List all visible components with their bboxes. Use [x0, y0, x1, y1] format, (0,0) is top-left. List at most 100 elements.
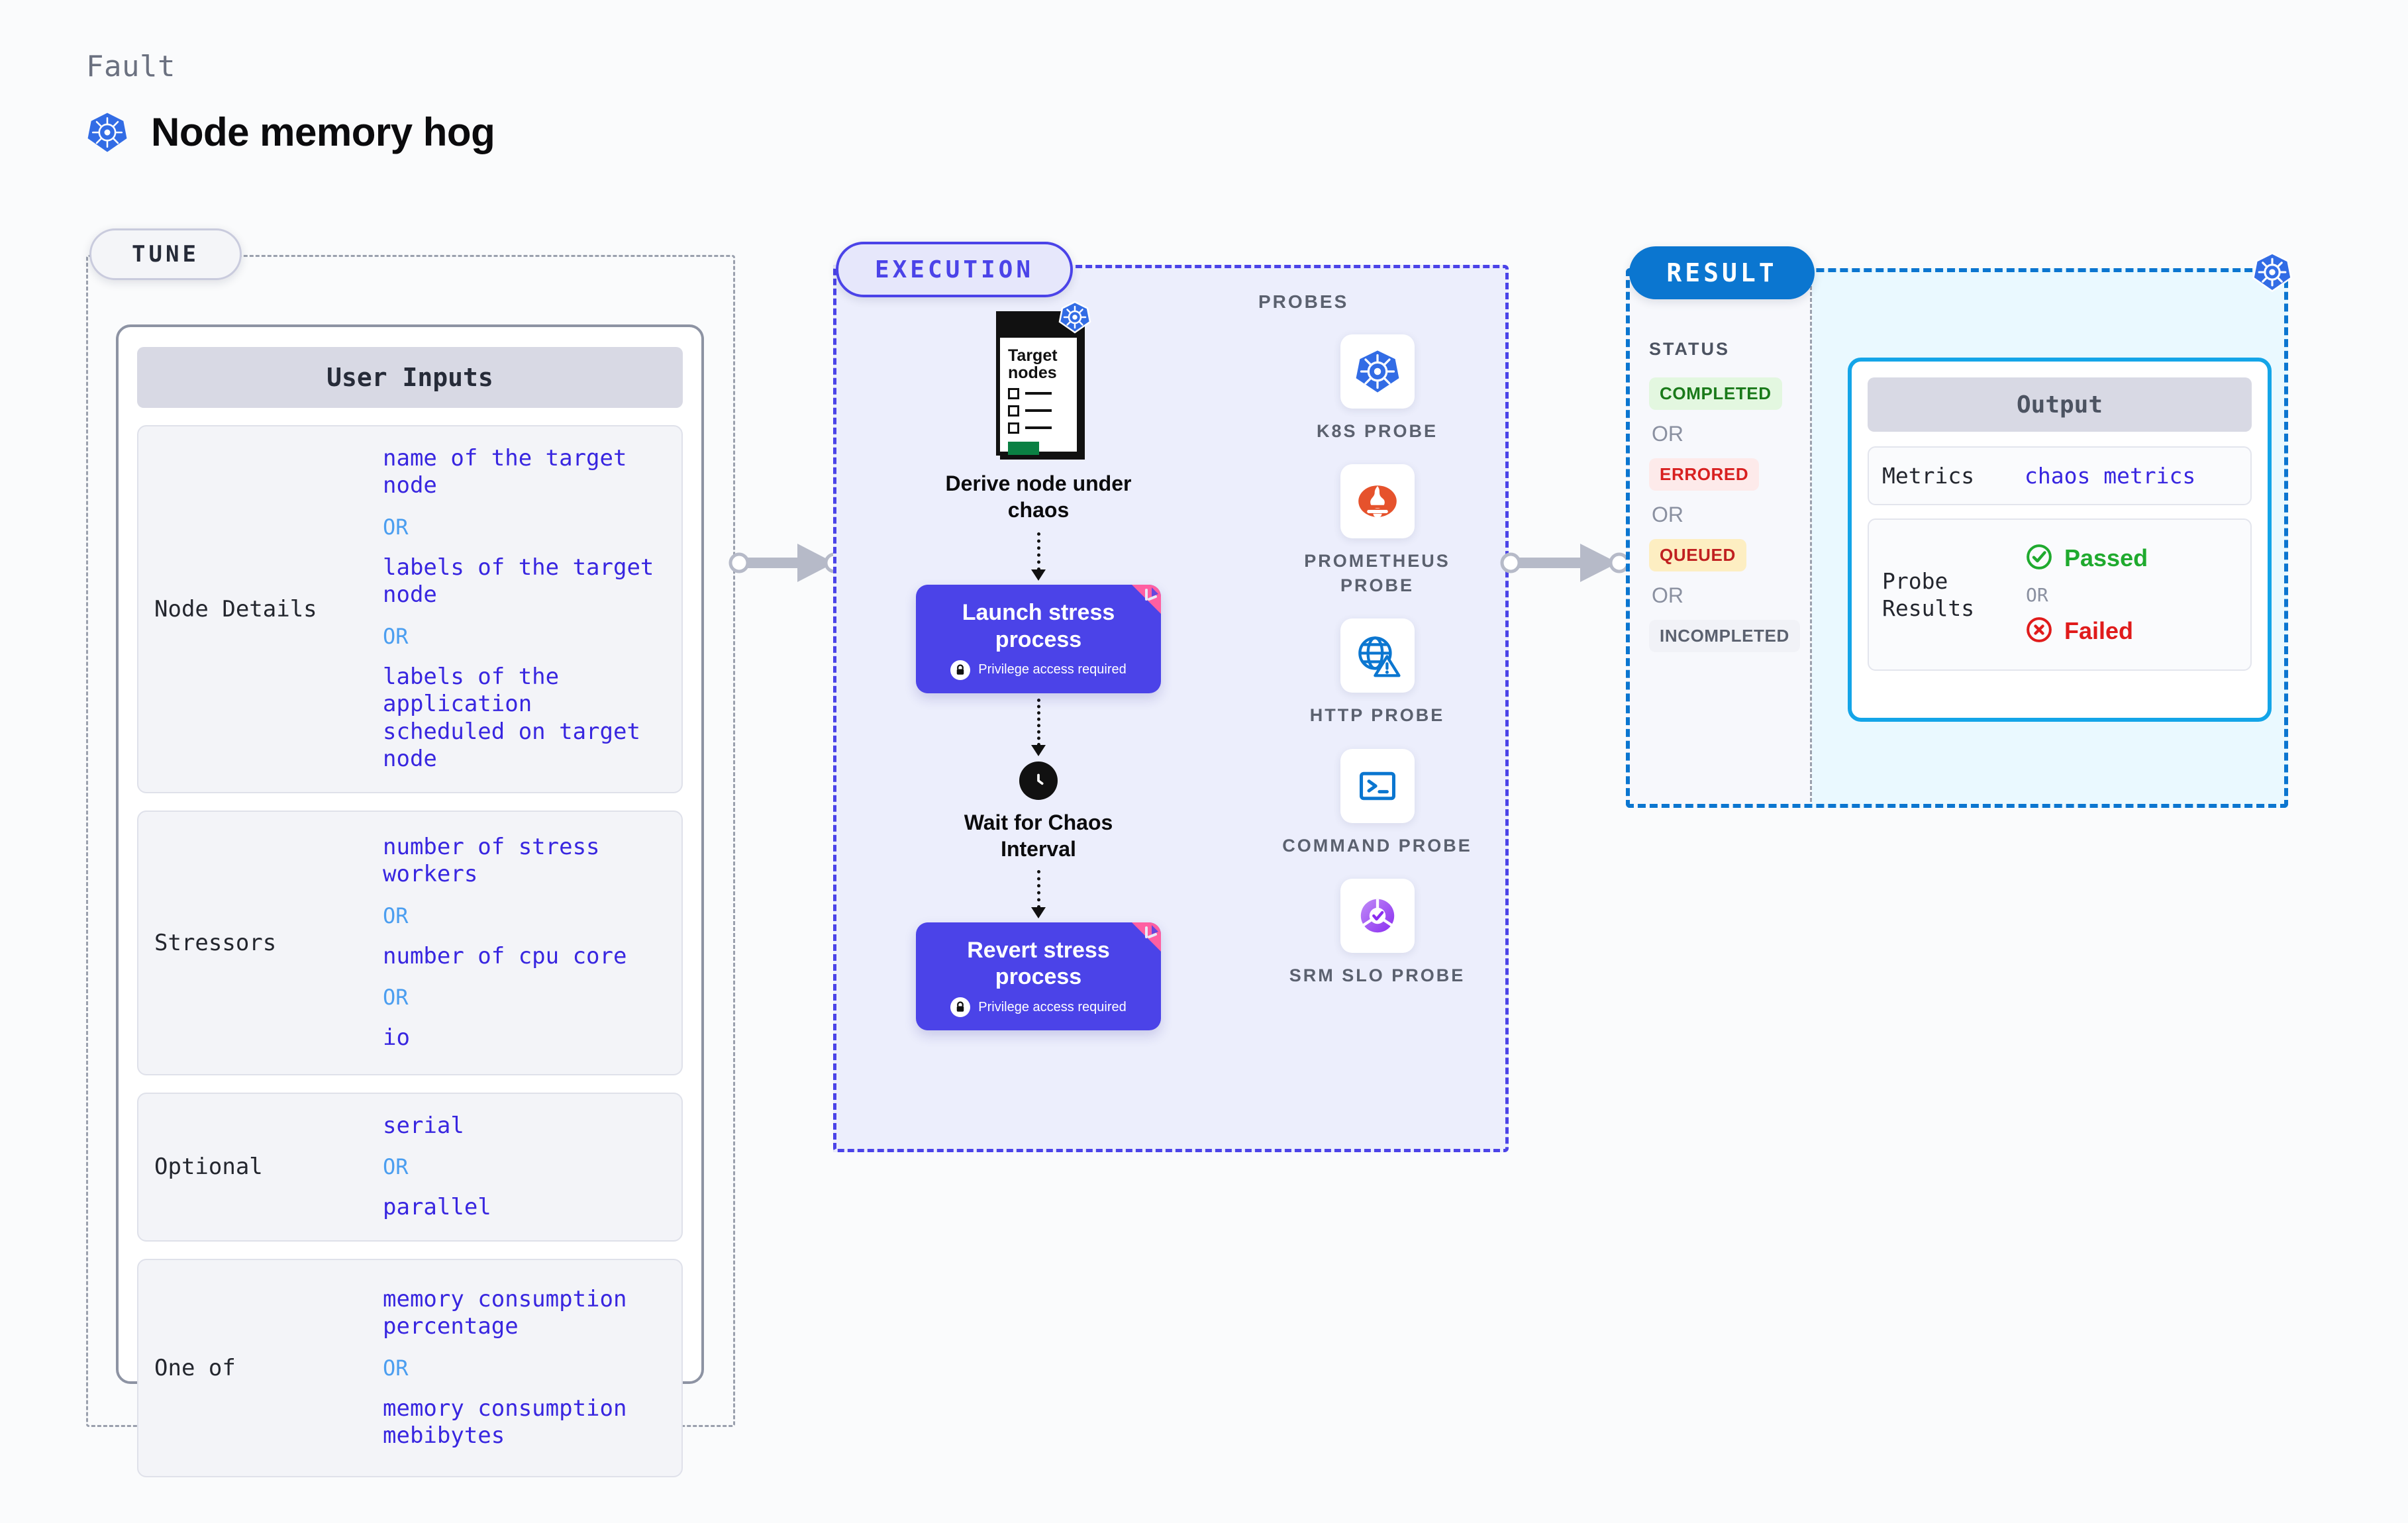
kubernetes-icon: [1058, 301, 1091, 337]
output-row-label: Metrics: [1882, 463, 1975, 489]
stage-pill-execution[interactable]: EXECUTION: [836, 242, 1073, 297]
probe-label: SRM SLO PROBE: [1289, 965, 1466, 986]
chaos-fold-icon: [1132, 922, 1161, 955]
output-row-metrics[interactable]: Metrics chaos metrics: [1868, 446, 2252, 506]
probe-item-command[interactable]: COMMAND PROBE: [1278, 748, 1477, 858]
or-separator: OR: [1652, 583, 1683, 607]
probes-list: K8S PROBE PROMETHEUS PROBE: [1246, 334, 1509, 988]
or-separator: OR: [383, 1154, 409, 1180]
probe-result-label: Failed: [2064, 617, 2134, 645]
input-value: number of stress workers: [383, 833, 600, 888]
probe-item-srm-slo[interactable]: SRM SLO PROBE: [1278, 879, 1477, 987]
user-inputs-card: User Inputs Node Details name of the tar…: [116, 324, 704, 1477]
or-separator: OR: [383, 514, 409, 540]
input-row-values: serial OR parallel: [383, 1112, 491, 1222]
x-circle-icon: [2025, 615, 2054, 648]
lock-icon: [950, 660, 971, 680]
stage-pill-tune[interactable]: TUNE: [89, 228, 242, 280]
globe-warning-icon: [1340, 618, 1415, 693]
probe-result-values: Passed OR Failed: [2025, 542, 2148, 648]
input-value: name of the target node: [383, 445, 627, 499]
lock-icon: [950, 997, 971, 1018]
input-row-values: number of stress workers OR number of cp…: [383, 834, 666, 1052]
kubernetes-icon: [86, 111, 128, 154]
input-row-label: Node Details: [154, 595, 317, 622]
slo-donut-check-icon: [1340, 879, 1415, 954]
input-row-optional[interactable]: Optional serial OR parallel: [137, 1092, 683, 1242]
output-row-label: Probe Results: [1882, 568, 1975, 622]
probe-label: HTTP PROBE: [1309, 705, 1445, 726]
result-region: [1626, 268, 2288, 808]
result-inner-divider: [1810, 268, 1812, 808]
input-row-values: name of the target node OR labels of the…: [383, 445, 666, 773]
output-card: Output Metrics chaos metrics Probe Resul…: [1848, 358, 2272, 722]
kubernetes-icon: [2252, 252, 2293, 296]
or-separator: OR: [383, 1355, 409, 1381]
step-subtitle: Privilege access required: [978, 999, 1127, 1014]
checkbox-icon: [1008, 387, 1019, 399]
probe-item-http[interactable]: HTTP PROBE: [1278, 618, 1477, 727]
rule-line: [1025, 426, 1052, 429]
input-value: labels of the target node: [383, 554, 654, 609]
or-separator: OR: [383, 985, 409, 1010]
step-caption-derive-node: Derive node under chaos: [945, 471, 1132, 522]
checklist-row: [1008, 422, 1069, 434]
probe-label: COMMAND PROBE: [1282, 835, 1472, 856]
flow-arrow: [1031, 698, 1046, 756]
probe-result-passed: Passed: [2025, 542, 2148, 575]
or-separator: OR: [2026, 583, 2048, 606]
progress-bar: [1008, 441, 1039, 455]
user-inputs-title: User Inputs: [137, 347, 683, 408]
probe-item-k8s[interactable]: K8S PROBE: [1278, 334, 1477, 443]
or-separator: OR: [1652, 422, 1683, 446]
status-badge-errored: ERRORED: [1649, 458, 1760, 491]
probe-label: K8S PROBE: [1316, 421, 1438, 441]
step-subtitle: Privilege access required: [978, 662, 1127, 677]
probe-item-prometheus[interactable]: PROMETHEUS PROBE: [1278, 464, 1477, 597]
execution-flow: Target nodes Derive node under chaos: [833, 301, 1244, 1031]
or-separator: OR: [383, 623, 409, 649]
status-list: COMPLETED OR ERRORED OR QUEUED OR INCOMP…: [1649, 377, 1800, 652]
status-badge-queued: QUEUED: [1649, 539, 1746, 571]
step-title: Launch stress process: [962, 600, 1115, 652]
input-value: io: [383, 1024, 410, 1052]
flow-arrow: [1031, 532, 1046, 581]
input-row-node-details[interactable]: Node Details name of the target node OR …: [137, 425, 683, 793]
output-row-probe-results[interactable]: Probe Results Passed OR Failed: [1868, 518, 2252, 671]
input-value: labels of the application scheduled on t…: [383, 663, 640, 773]
input-row-one-of[interactable]: One of memory consumption percentage OR …: [137, 1258, 683, 1477]
probes-title: PROBES: [1258, 291, 1349, 312]
clock-icon: [1019, 761, 1058, 800]
connector-tune-execution: [728, 533, 848, 596]
page-title: Node memory hog: [151, 110, 495, 154]
input-row-label: One of: [154, 1354, 236, 1381]
check-circle-icon: [2025, 542, 2054, 575]
input-value: memory consumption percentage: [383, 1285, 627, 1340]
input-row-stressors[interactable]: Stressors number of stress workers OR nu…: [137, 810, 683, 1075]
or-separator: OR: [1652, 503, 1683, 526]
step-launch-stress-process[interactable]: Launch stress process Privilege access r…: [916, 585, 1161, 693]
stage-pill-result[interactable]: RESULT: [1629, 246, 1815, 299]
input-row-label: Stressors: [154, 929, 277, 956]
target-nodes-card: Target nodes: [996, 301, 1091, 456]
or-separator: OR: [383, 903, 409, 928]
input-value: parallel: [383, 1194, 491, 1221]
flow-arrow: [1031, 869, 1046, 918]
input-row-values: memory consumption percentage OR memory …: [383, 1286, 666, 1450]
rule-line: [1025, 392, 1052, 395]
probe-result-label: Passed: [2064, 544, 2148, 572]
checklist-row: [1008, 405, 1069, 417]
step-revert-stress-process[interactable]: Revert stress process Privilege access r…: [916, 922, 1161, 1031]
checkbox-icon: [1008, 422, 1019, 434]
chaos-fold-icon: [1132, 585, 1161, 617]
privilege-note: Privilege access required: [928, 997, 1149, 1018]
status-title: STATUS: [1649, 339, 1730, 359]
connector-execution-result: [1500, 533, 1632, 596]
step-caption-wait-interval: Wait for Chaos Interval: [964, 810, 1113, 861]
target-nodes-label: Target nodes: [1008, 346, 1058, 383]
output-rows: Metrics chaos metrics Probe Results Pass…: [1852, 432, 2268, 687]
fault-label: Fault: [86, 50, 176, 83]
result-status-background: [1626, 268, 1810, 808]
probe-label: PROMETHEUS PROBE: [1304, 551, 1450, 595]
